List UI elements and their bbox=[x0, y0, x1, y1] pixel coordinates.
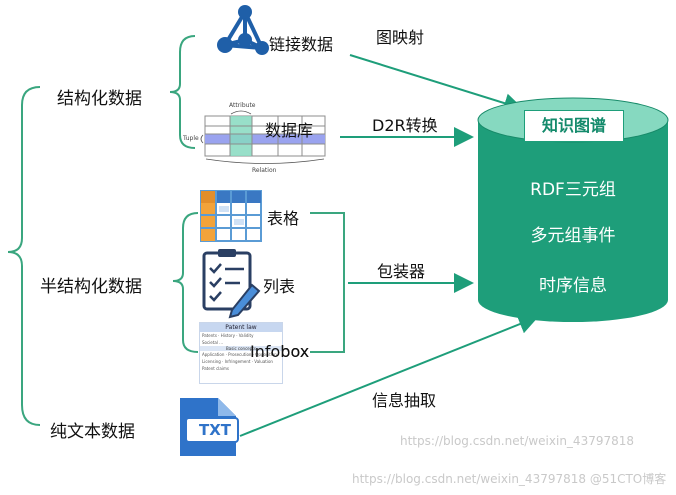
infobox-row: Licensing · Infringement · Valuation bbox=[202, 359, 273, 364]
db-attribute-label: Attribute bbox=[229, 102, 256, 109]
kg-item-rdf-triples: RDF三元组 bbox=[530, 180, 616, 200]
category-semi-structured: 半结构化数据 bbox=[40, 277, 142, 297]
infobox-figure: Patent law Patents · History · Validity … bbox=[199, 322, 283, 384]
semi-sources-frame bbox=[310, 212, 345, 353]
main-bracket bbox=[7, 86, 41, 426]
source-list: 列表 bbox=[263, 277, 296, 296]
kg-item-multi-tuple-events: 多元组事件 bbox=[530, 226, 616, 246]
edge-graph-mapping: 图映射 bbox=[376, 28, 425, 47]
infobox-header: Patent law bbox=[200, 323, 282, 332]
source-database: 数据库 bbox=[265, 121, 314, 140]
txt-file-label: TXT bbox=[198, 421, 232, 439]
watermark-bottom: https://blog.csdn.net/weixin_43797818 @5… bbox=[352, 472, 667, 486]
db-tuple-label: Tuple bbox=[183, 135, 199, 142]
relation-table-figure bbox=[200, 110, 326, 164]
txt-file-icon bbox=[180, 398, 239, 456]
infobox-row: Patent claims bbox=[202, 366, 229, 371]
table-icon bbox=[200, 190, 262, 242]
edge-information-extraction: 信息抽取 bbox=[372, 391, 437, 410]
infobox-row: Application · Prosecution · Opposition bbox=[202, 352, 277, 357]
watermark-top: https://blog.csdn.net/weixin_43797818 bbox=[400, 434, 635, 448]
category-plain-text: 纯文本数据 bbox=[50, 422, 135, 442]
db-relation-label: Relation bbox=[252, 167, 277, 174]
source-infobox-overlay: Infobox bbox=[250, 342, 310, 361]
kg-item-temporal-info: 时序信息 bbox=[539, 276, 607, 296]
source-table: 表格 bbox=[267, 209, 300, 228]
arrow-extract bbox=[239, 314, 539, 437]
checklist-icon bbox=[202, 249, 261, 319]
edge-d2r-conversion: D2R转换 bbox=[372, 116, 438, 135]
knowledge-graph-title: 知识图谱 bbox=[524, 110, 624, 142]
infobox-row: Societal … bbox=[202, 340, 224, 345]
infobox-row: Patents · History · Validity bbox=[202, 333, 254, 338]
semi-bracket bbox=[172, 212, 199, 353]
edge-wrapper: 包装器 bbox=[377, 262, 426, 281]
structured-bracket bbox=[169, 35, 196, 149]
arrow-graph-map bbox=[349, 54, 524, 113]
category-structured: 结构化数据 bbox=[57, 89, 142, 109]
infobox-row: Basic concepts bbox=[200, 346, 282, 351]
network-icon bbox=[217, 5, 269, 55]
source-linked-data: 链接数据 bbox=[269, 35, 334, 54]
